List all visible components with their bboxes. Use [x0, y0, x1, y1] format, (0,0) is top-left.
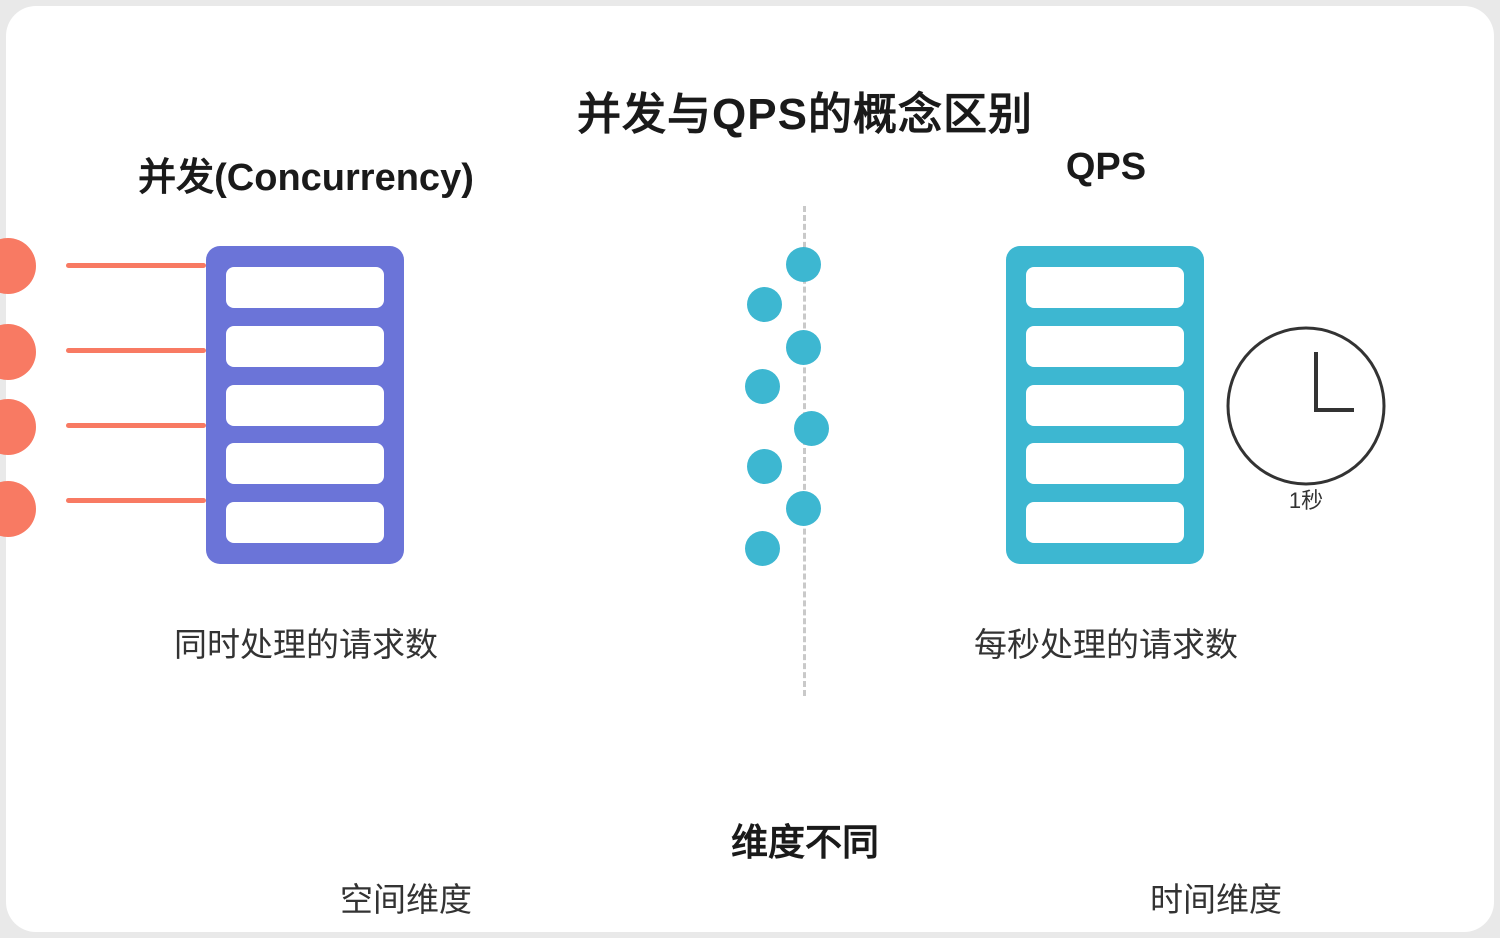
dashed-divider-line [803, 206, 806, 696]
incoming-request-dot-icon [0, 481, 36, 537]
request-connector-line [66, 423, 206, 428]
qps-request-dot-icon [747, 287, 782, 322]
qps-heading: QPS [1065, 146, 1147, 188]
space-dimension-label: 空间维度 [340, 881, 472, 918]
server-slot [226, 267, 384, 308]
qps-server-rack-icon [1006, 246, 1204, 564]
concurrency-server-rack-icon [206, 246, 404, 564]
qps-request-dot-icon [745, 531, 780, 566]
server-slot [226, 502, 384, 543]
time-dimension-label: 时间维度 [1150, 881, 1282, 918]
server-slot [1026, 325, 1184, 367]
server-slot [226, 325, 384, 367]
request-connector-line [66, 498, 206, 503]
request-connector-line [66, 348, 206, 353]
incoming-request-dot-icon [0, 399, 36, 455]
qps-request-dot-icon [745, 369, 780, 404]
concurrency-caption: 同时处理的请求数 [174, 626, 438, 663]
qps-request-dot-icon [786, 247, 821, 282]
request-connector-line [66, 263, 206, 268]
dimension-difference-title: 维度不同 [731, 822, 879, 863]
qps-caption: 每秒处理的请求数 [974, 626, 1238, 663]
diagram-card: 并发与QPS的概念区别 并发(Concurrency) QPS 1秒 [0, 6, 1494, 932]
incoming-request-dot-icon [0, 238, 36, 294]
qps-request-dot-icon [786, 330, 821, 365]
incoming-request-dot-icon [0, 324, 36, 380]
qps-request-dot-icon [786, 491, 821, 526]
clock-label: 1秒 [1288, 488, 1324, 513]
qps-request-dot-icon [794, 411, 829, 446]
qps-request-dot-icon [747, 449, 782, 484]
server-slot [1026, 443, 1184, 485]
server-slot [1026, 384, 1184, 426]
server-slot [226, 443, 384, 485]
server-slot [1026, 267, 1184, 308]
clock-icon [1226, 326, 1386, 486]
concurrency-heading: 并发(Concurrency) [138, 157, 474, 199]
server-slot [1026, 502, 1184, 543]
server-slot [226, 384, 384, 426]
page-title: 并发与QPS的概念区别 [577, 90, 1033, 139]
